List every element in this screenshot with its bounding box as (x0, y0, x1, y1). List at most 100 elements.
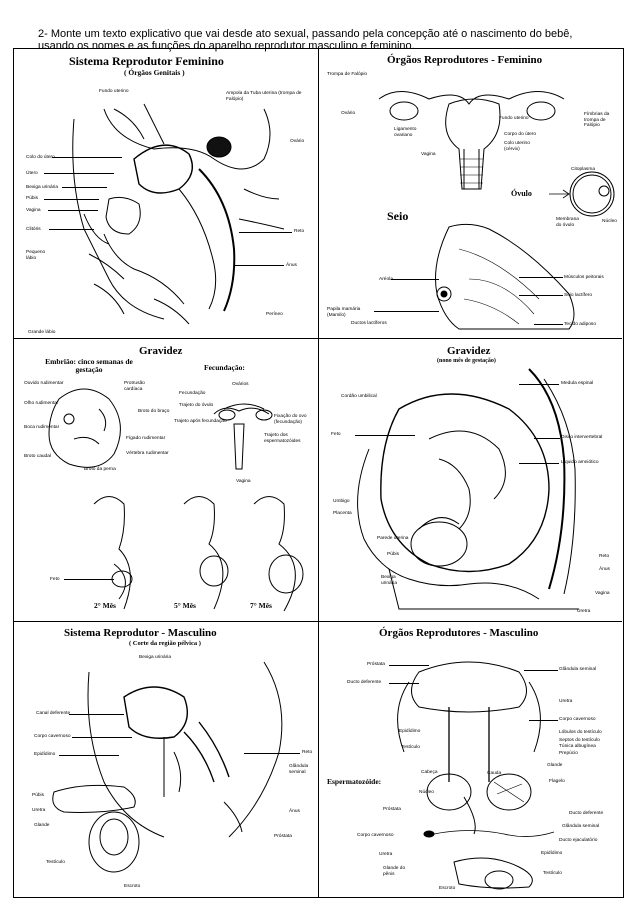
label-areola: Aréola (379, 277, 393, 282)
male-system-illustration (52, 661, 283, 873)
label-trajeto-ovulo: Trajeto do óvulo (179, 403, 214, 408)
seio-title: Seio (387, 209, 409, 223)
label-reto: Reto (294, 229, 305, 234)
label-seio-lactifero: Seio lactífero (564, 293, 592, 298)
label-tunica: Túnica albugínea (559, 744, 596, 749)
label-testiculo-o: Testículo (401, 745, 420, 750)
label-epididimo: Epidídimo (34, 752, 56, 757)
panel-male-organs: Órgãos Reprodutores - Masculino Próstata… (319, 622, 622, 897)
label-ovario-2: Ovário (341, 111, 356, 116)
label-pequeno-labio: Pequeno lábio (26, 250, 46, 261)
label-broto-braco: Broto do braço (138, 409, 170, 414)
label-reto-m: Reto (302, 750, 313, 755)
label-tecido-adiposo: Tecido adiposo (564, 322, 597, 327)
panel-female-organs: Órgãos Reprodutores - Feminino Trompa de… (319, 49, 622, 339)
panel-pregnancy-stages: Gravidez Embrião: cinco semanas de gesta… (14, 339, 319, 622)
esperma-title: Espermatozóide: (327, 777, 382, 786)
label-vagina: Vagina (26, 208, 41, 213)
label-testiculo-m: Testículo (46, 860, 65, 865)
label-glandula-m: Glândula seminal (289, 764, 309, 775)
label-figado: Fígado rudimentar (126, 436, 166, 441)
male-organs-title: Órgãos Reprodutores - Masculino (379, 627, 539, 639)
label-fixacao: Fixação do ovo (fecundação) (274, 414, 307, 425)
label-ouvido: Ouvido rudimentar (24, 381, 64, 386)
fecundacao-title: Fecundação: (204, 363, 245, 372)
label-uretra-9: Uretra (577, 609, 591, 614)
label-colo-utero: Colo do útero (26, 155, 55, 160)
pregnancy-left-title: Gravidez (139, 345, 183, 357)
label-bexiga-9: Bexiga urinária (381, 575, 397, 586)
label-protrusao: Protrusão cardíaca (124, 381, 145, 392)
label-escroto-m: Escroto (124, 884, 141, 889)
panel-female-system: Sistema Reprodutor Feminino ( Órgãos Gen… (14, 49, 319, 339)
label-ductos: Ductos lactíferos (351, 321, 387, 326)
label-olho: Olho rudimentar (24, 401, 59, 406)
label-ampola-tuba: Ampola da Tuba uterina (trompa de Falópi… (226, 91, 302, 102)
panel-male-system: Sistema Reprodutor - Masculino ( Corte d… (14, 622, 319, 897)
label-liquido: Líquido amniótico (561, 460, 599, 465)
label-medula: Medula espinal (561, 381, 594, 386)
label-vagina-9: Vagina (595, 591, 610, 596)
label-trajeto-esperma: Trajeto dos espermatozóides (264, 433, 301, 444)
label-musculos: Músculos peitorais (564, 275, 604, 280)
label-anus-9: Ânus (599, 567, 610, 572)
anatomy-sheet: Sistema Reprodutor Feminino ( Órgãos Gen… (13, 48, 624, 898)
label-pubis: Púbis (26, 196, 38, 201)
label-perineo: Períneo (266, 312, 283, 317)
label-bexiga: Bexiga urinária (26, 185, 58, 190)
label-feto-2mes: Feto (50, 577, 60, 582)
label-pubis-9: Púbis (387, 552, 399, 557)
label-corpo-cavernoso-o: Corpo cavernoso (559, 717, 596, 722)
label-corpo-utero: Corpo do útero (504, 132, 536, 137)
label-reto-9: Reto (599, 554, 610, 559)
label-placenta: Placenta (333, 511, 352, 516)
label-bexiga-m: Bexiga urinária (139, 655, 171, 660)
label-vagina-3: Vagina (236, 479, 251, 484)
male-system-title: Sistema Reprodutor - Masculino (64, 627, 217, 639)
label-cordao: Cordão umbilical (341, 394, 377, 399)
embriao-title: Embrião: cinco semanas de gestação (45, 357, 133, 374)
label-vagina-2: Vagina (421, 152, 436, 157)
label-flagelo: Flagelo (549, 779, 565, 784)
label-utero: Útero (26, 171, 38, 176)
label-glandula-o: Glândula seminal (559, 667, 597, 672)
question-text: 2- Monte um texto explicativo que vai de… (38, 28, 573, 52)
female-organs-title: Órgãos Reprodutores - Feminino (387, 54, 543, 66)
label-feto-9: Feto (331, 432, 341, 437)
label-lobulos: Lóbulos do testículo (559, 730, 602, 735)
label-uretra-m: Uretra (32, 808, 46, 813)
label-corpo-cavernoso-b: Corpo cavernoso (357, 833, 394, 838)
label-papila: Papila mamária (Mamilo) (327, 307, 361, 318)
pregnancy-right-subtitle: (nono mês de gestação) (437, 358, 496, 364)
label-ducto-deferente-b: Ducto deferente (569, 811, 604, 816)
label-cauda: Cauda (487, 771, 502, 776)
label-ovarios: Ovários (232, 382, 249, 387)
pregnancy-stages-illustration (48, 388, 304, 612)
label-uretra-o: Uretra (559, 699, 573, 704)
label-vertebra: Vértebra rudimentar (126, 451, 169, 456)
label-canal-deferente: Canal deferente (36, 711, 71, 716)
label-parede-uterina: Parede uterina (377, 536, 409, 541)
label-corpo-cavernoso: Corpo cavernoso (34, 734, 71, 739)
ovulo-title: Óvulo (511, 189, 532, 198)
label-fundo-uterino: Fundo uterino (99, 89, 129, 94)
label-glande-penis: Glande do pênis (383, 866, 406, 877)
male-organs-illustration (397, 661, 555, 890)
female-organs-illustration (378, 91, 615, 330)
month-2: 2° Mês (94, 601, 116, 610)
label-colo-uterino: Colo uterino (cérvix) (504, 141, 530, 152)
label-broto-caudal: Broto caudal (24, 454, 51, 459)
label-broto-perna: Broto da perna (84, 467, 116, 472)
label-anus-m: Ânus (289, 809, 300, 814)
label-testiculo-b: Testículo (543, 871, 562, 876)
label-ovario: Ovário (290, 139, 305, 144)
label-fundo-uterino-2: Fundo uterino (499, 116, 529, 121)
label-ducto-ejaculatorio: Ducto ejaculatório (559, 838, 598, 843)
label-grande-labio: Grande lábio (28, 330, 56, 335)
label-membrana: Membrana do óvulo (556, 217, 579, 228)
label-nucleo-esp: Núcleo (419, 790, 434, 795)
male-system-subtitle: ( Corte da região pélvica ) (129, 640, 201, 647)
label-nucleo: Núcleo (602, 219, 617, 224)
label-trajeto-apos: Trajeto após fecundação (174, 419, 227, 424)
label-septos: Septos do testículo (559, 738, 600, 743)
